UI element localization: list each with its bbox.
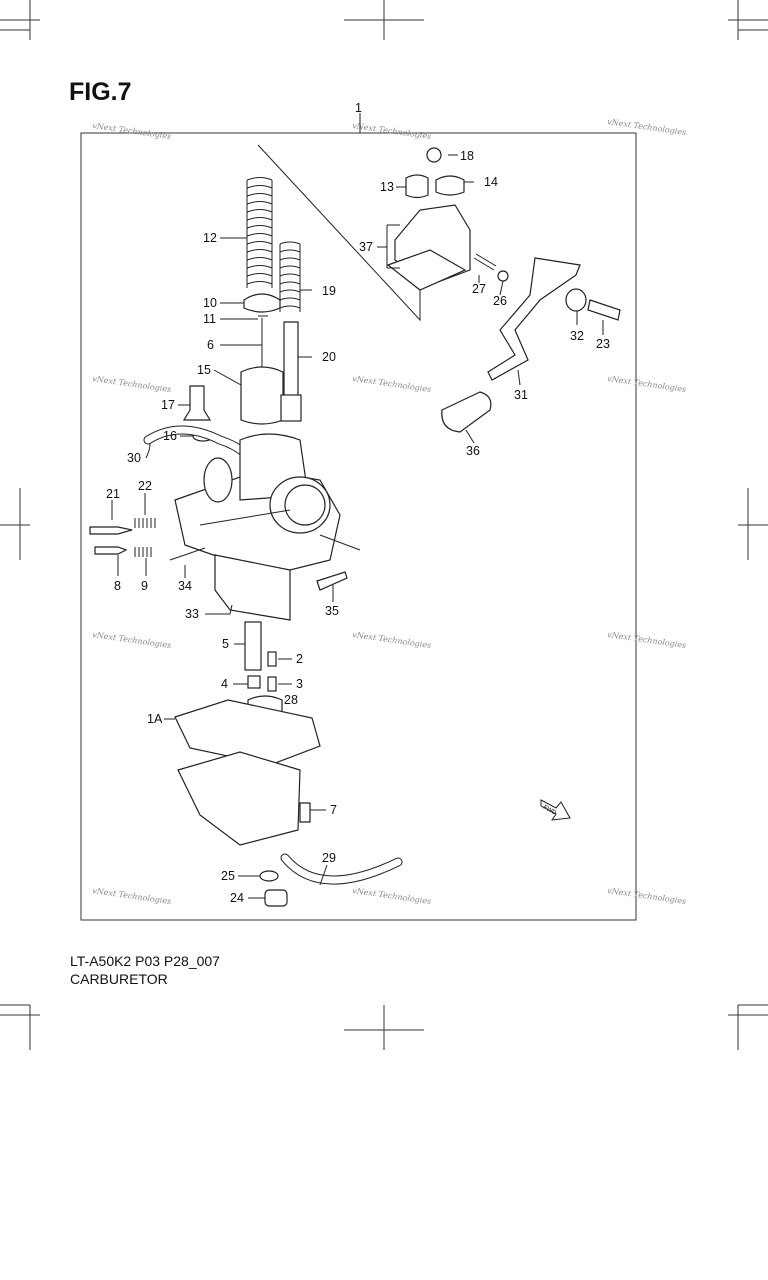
watermark: vNext Technologies [607, 630, 687, 650]
callout-2: 2 [296, 652, 303, 666]
diagram-frame [80, 132, 637, 921]
part-25-o-ring [259, 870, 279, 882]
fwd-arrow-icon: FWD [540, 799, 571, 821]
callout-14: 14 [484, 175, 498, 189]
part-5-jet [244, 621, 262, 671]
callout-5: 5 [222, 637, 229, 651]
callout-17: 17 [161, 398, 175, 412]
watermark: vNext Technologies [607, 374, 687, 394]
figure-title: FIG.7 [69, 78, 132, 106]
callout-24: 24 [230, 891, 244, 905]
watermark: vNext Technologies [92, 886, 172, 906]
callout-30: 30 [127, 451, 141, 465]
part-20-rod [283, 321, 299, 399]
watermark: vNext Technologies [607, 117, 687, 137]
part-8-screw [94, 546, 128, 555]
part-34-pin [169, 547, 206, 561]
watermark: vNext Technologies [352, 374, 432, 394]
part-37-gasket [386, 249, 467, 291]
callout-1a: 1A [147, 712, 163, 726]
part-24-plug [264, 889, 288, 907]
assembly-line [257, 144, 421, 322]
callout-19: 19 [322, 284, 336, 298]
part-10-seat [243, 293, 281, 313]
watermark: vNext Technologies [92, 374, 172, 394]
callout-13: 13 [380, 180, 394, 194]
part-31-lever [487, 257, 581, 381]
part-19-spring [279, 241, 301, 312]
callout-20: 20 [322, 350, 336, 364]
callout-32: 32 [570, 329, 584, 343]
watermark: vNext Technologies [607, 886, 687, 906]
part-15-throttle-valve [240, 366, 284, 425]
callout-21: 21 [106, 487, 120, 501]
part-7-screw [299, 802, 311, 823]
part-21-screw [89, 526, 133, 535]
part-32-collar [565, 288, 587, 312]
callout-15: 15 [197, 363, 211, 377]
callout-34: 34 [178, 579, 192, 593]
part-20-piston [280, 394, 302, 422]
part-23-bolt [587, 299, 621, 321]
figure-name: CARBURETOR [70, 971, 168, 987]
float-chamber [177, 751, 301, 846]
callout-29: 29 [322, 851, 336, 865]
part-18-screw [426, 147, 442, 163]
callout-35: 35 [325, 604, 339, 618]
callout-11: 11 [203, 312, 216, 326]
part-3-jet [267, 676, 277, 692]
part-14-cap [435, 175, 465, 196]
callout-36: 36 [466, 444, 480, 458]
part-27-spring [473, 253, 497, 271]
watermark: vNext Technologies [352, 121, 432, 141]
watermark: vNext Technologies [92, 630, 172, 650]
part-22-spring [134, 518, 156, 528]
callout-6: 6 [207, 338, 214, 352]
assembly-line [199, 509, 361, 551]
callout-26: 26 [493, 294, 507, 308]
part-36-cover [441, 391, 492, 433]
callout-3: 3 [296, 677, 303, 691]
callout-16: 16 [163, 429, 177, 443]
callout-31: 31 [514, 388, 528, 402]
figure-code: LT-A50K2 P03 P28_007 [70, 953, 220, 969]
part-9-spring [134, 547, 152, 557]
part-17-fitting [182, 385, 212, 421]
callout-4: 4 [221, 677, 228, 691]
callout-23: 23 [596, 337, 610, 351]
callout-33: 33 [185, 607, 199, 621]
callout-7: 7 [330, 803, 337, 817]
callout-18: 18 [460, 149, 474, 163]
callout-8: 8 [114, 579, 121, 593]
callout-10: 10 [203, 296, 217, 310]
part-2-jet [267, 651, 277, 667]
part-26-ball [497, 270, 509, 282]
part-13-cap [405, 174, 429, 199]
callout-37: 37 [359, 240, 373, 254]
callout-28: 28 [284, 693, 298, 707]
leader-lines [111, 113, 604, 899]
callout-labels: 1 1A 2 3 4 5 6 7 8 9 10 11 12 13 14 15 1… [106, 101, 610, 905]
callout-12: 12 [203, 231, 217, 245]
part-4-holder [247, 675, 261, 689]
callout-27: 27 [472, 282, 486, 296]
carburetor-body [174, 433, 341, 621]
watermark: vNext Technologies [352, 886, 432, 906]
callout-9: 9 [141, 579, 148, 593]
callout-1: 1 [355, 101, 362, 115]
crop-marks [0, 0, 768, 1050]
watermark: vNext Technologies [92, 121, 172, 141]
callout-25: 25 [221, 869, 235, 883]
watermark: vNext Technologies [352, 630, 432, 650]
part-12-spring [246, 177, 273, 288]
callout-22: 22 [138, 479, 152, 493]
part-35-screw [316, 571, 348, 591]
part-1a-gasket [174, 699, 321, 766]
